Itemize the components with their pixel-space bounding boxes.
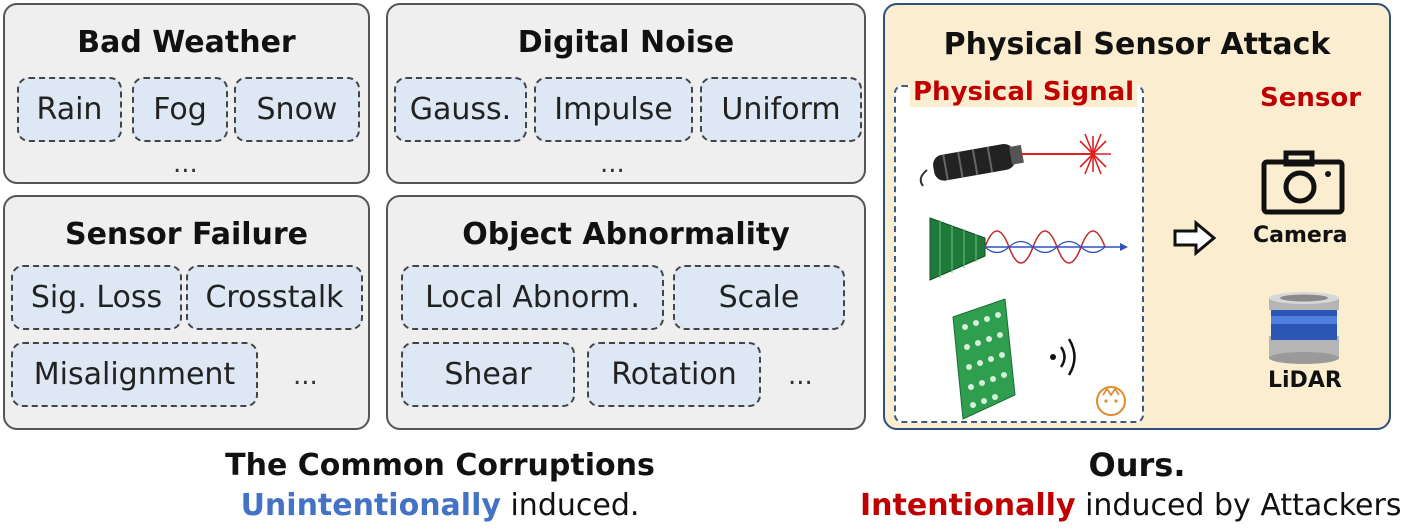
- bad-weather-more: ...: [173, 149, 198, 179]
- right-caption-sub: Intentionally induced by Attackers: [860, 488, 1402, 523]
- sensor-failure-title: Sensor Failure: [64, 217, 309, 252]
- left-caption-highlight: Unintentionally: [240, 488, 501, 523]
- digital-noise-title: Digital Noise: [517, 25, 735, 60]
- horn-antenna-icon: [929, 217, 1128, 281]
- camera-label: Camera: [1253, 223, 1348, 248]
- digital-noise-more: ...: [600, 149, 625, 179]
- physical-attack-panel: Physical Sensor Attack Physical Signal: [883, 3, 1391, 430]
- right-caption-rest: induced by Attackers: [1075, 488, 1402, 523]
- camera-icon: [1261, 150, 1345, 215]
- sensor-failure-panel: Sensor Failure Sig. Loss Crosstalk Misal…: [3, 195, 370, 430]
- physical-attack-title: Physical Sensor Attack: [943, 27, 1331, 62]
- lidar-icon: [1269, 292, 1339, 364]
- right-caption-highlight: Intentionally: [860, 488, 1076, 523]
- chip-local-abnorm: Local Abnorm.: [401, 265, 664, 330]
- object-abnormality-panel: Object Abnormality Local Abnorm. Scale S…: [386, 195, 866, 430]
- chip-sig-loss: Sig. Loss: [11, 265, 182, 330]
- left-caption-rest: induced.: [500, 488, 640, 523]
- digital-noise-panel: Digital Noise Gauss. Impulse Uniform ...: [386, 3, 866, 184]
- chip-scale: Scale: [673, 265, 845, 330]
- chip-crosstalk: Crosstalk: [186, 265, 363, 330]
- left-caption-sub: Unintentionally induced.: [140, 488, 740, 523]
- right-caption-title: Ours.: [1088, 446, 1186, 484]
- chip-misalignment: Misalignment: [11, 342, 258, 407]
- object-abnormality-more: ...: [788, 361, 813, 391]
- sensor-failure-more: ...: [293, 361, 318, 391]
- bad-weather-panel: Bad Weather Rain Fog Snow ...: [3, 3, 370, 184]
- arrow-right-icon: [1173, 219, 1217, 257]
- chip-fog: Fog: [132, 77, 228, 142]
- laser-icon: [919, 133, 1111, 187]
- left-caption-title: The Common Corruptions: [225, 448, 655, 483]
- chip-snow: Snow: [234, 77, 360, 142]
- chip-rain: Rain: [17, 77, 122, 142]
- physical-signal-label: Physical Signal: [910, 77, 1138, 107]
- chip-uniform: Uniform: [700, 77, 862, 142]
- bad-weather-title: Bad Weather: [77, 25, 296, 60]
- lidar-label: LiDAR: [1268, 368, 1342, 393]
- object-abnormality-title: Object Abnormality: [462, 217, 790, 252]
- ultrasonic-array-icon: [952, 298, 1126, 420]
- sensor-label: Sensor: [1260, 83, 1362, 113]
- chip-rotation: Rotation: [587, 342, 761, 407]
- chip-impulse: Impulse: [534, 77, 693, 142]
- chip-shear: Shear: [401, 342, 575, 407]
- chip-gauss: Gauss.: [394, 77, 527, 142]
